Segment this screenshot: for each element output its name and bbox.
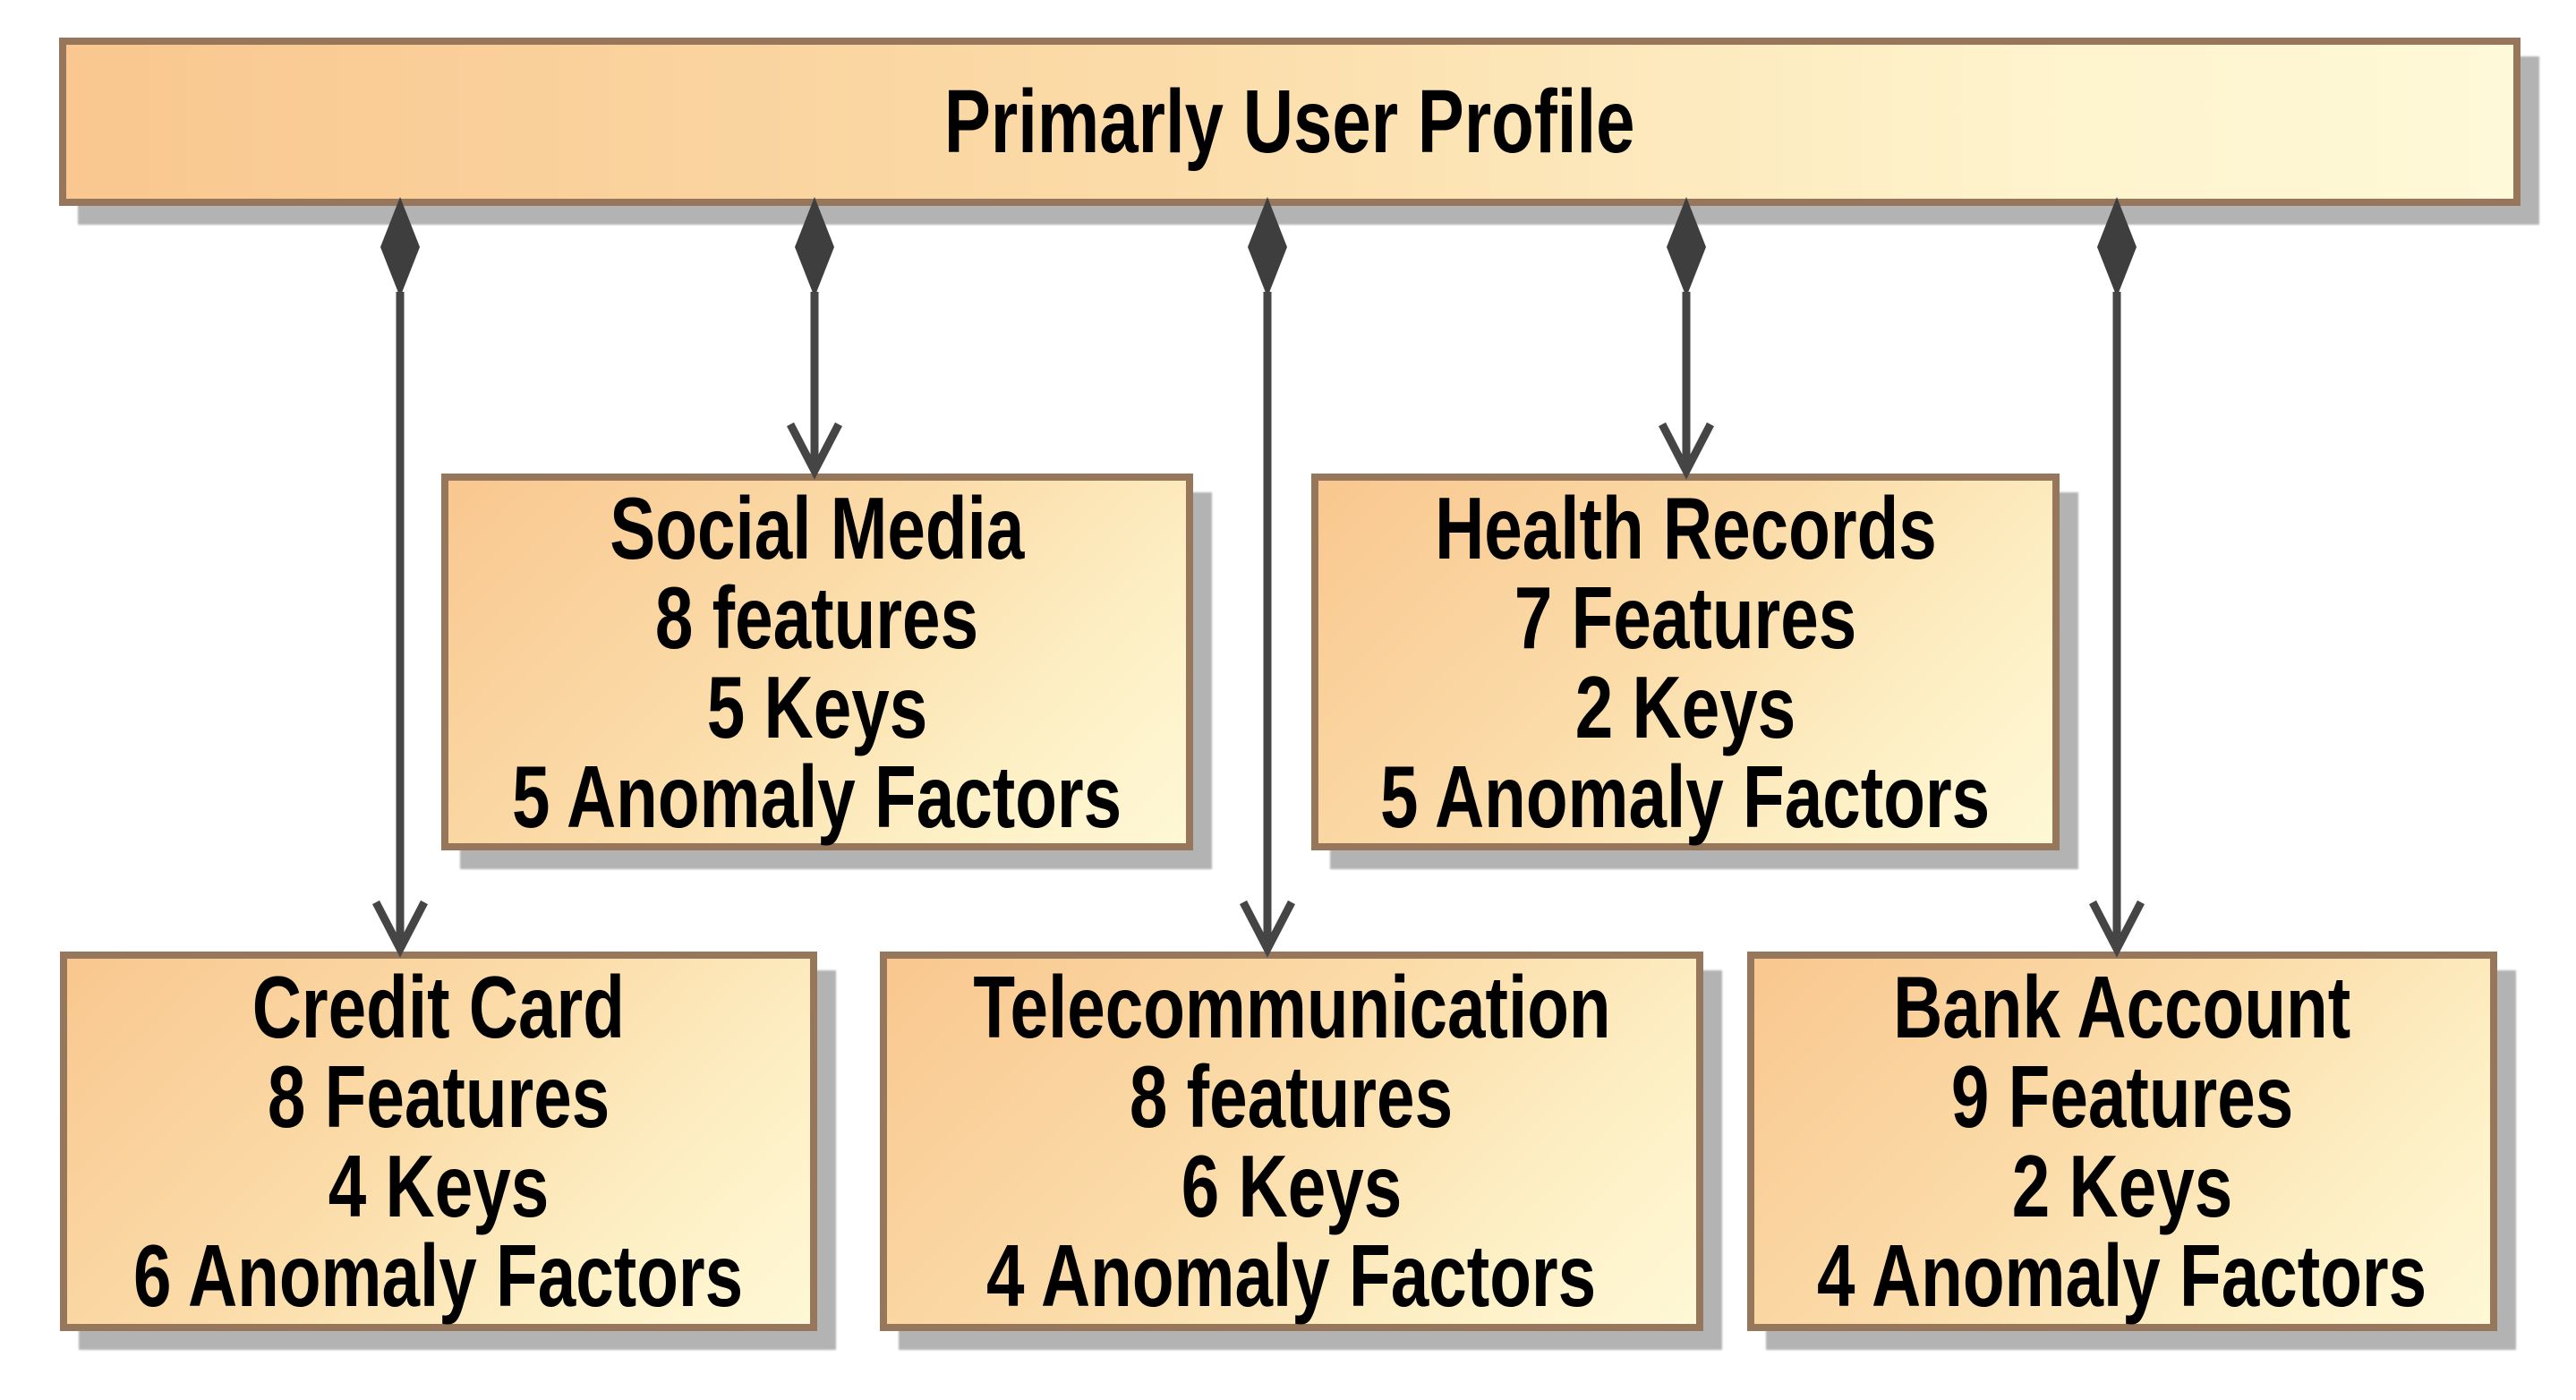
connector-credit-card: [372, 197, 428, 958]
node-keys: 4 Keys: [328, 1137, 550, 1235]
node-anomaly-factors: 5 Anomaly Factors: [1380, 747, 1991, 846]
node-title: Bank Account: [1893, 958, 2351, 1056]
node-anomaly-factors: 5 Anomaly Factors: [512, 747, 1122, 846]
node-credit-card: Credit Card 8 Features 4 Keys 6 Anomaly …: [60, 952, 817, 1331]
node-features: 8 features: [655, 568, 979, 667]
node-keys: 2 Keys: [1574, 657, 1796, 756]
node-features: 8 features: [1130, 1047, 1454, 1146]
node-health-records: Health Records 7 Features 2 Keys 5 Anoma…: [1311, 474, 2060, 850]
node-social-media: Social Media 8 features 5 Keys 5 Anomaly…: [441, 474, 1193, 850]
node-anomaly-factors: 4 Anomaly Factors: [986, 1226, 1597, 1325]
node-title: Credit Card: [252, 958, 626, 1056]
diamond-icon: [1667, 197, 1706, 297]
connector-telecommunication: [1240, 197, 1295, 958]
connector-health-records: [1659, 197, 1714, 480]
node-title: Health Records: [1434, 478, 1937, 577]
diamond-icon: [795, 197, 834, 297]
connector-bank-account: [2089, 197, 2145, 958]
node-keys: 5 Keys: [706, 657, 928, 756]
node-primary-user-profile: Primarly User Profile: [59, 38, 2521, 206]
node-keys: 6 Keys: [1181, 1137, 1403, 1235]
diamond-icon: [380, 197, 420, 297]
arrowhead-icon: [1240, 900, 1295, 958]
node-anomaly-factors: 6 Anomaly Factors: [133, 1226, 744, 1325]
node-title: Telecommunication: [972, 958, 1611, 1056]
node-features: 8 Features: [267, 1047, 610, 1146]
diamond-icon: [1248, 197, 1287, 297]
node-anomaly-factors: 4 Anomaly Factors: [1817, 1226, 2427, 1325]
connector-social-media: [787, 197, 842, 480]
node-telecommunication: Telecommunication 8 features 6 Keys 4 An…: [880, 952, 1703, 1331]
node-keys: 2 Keys: [2011, 1137, 2233, 1235]
arrowhead-icon: [372, 900, 428, 958]
arrowhead-icon: [2089, 900, 2145, 958]
diamond-icon: [2097, 197, 2137, 297]
node-title: Social Media: [610, 478, 1025, 577]
arrowhead-icon: [787, 422, 842, 480]
arrowhead-icon: [1659, 422, 1714, 480]
node-features: 9 Features: [1950, 1047, 2294, 1146]
node-title: Primarly User Profile: [944, 72, 1635, 172]
node-features: 7 Features: [1514, 568, 1857, 667]
node-bank-account: Bank Account 9 Features 2 Keys 4 Anomaly…: [1747, 952, 2497, 1331]
